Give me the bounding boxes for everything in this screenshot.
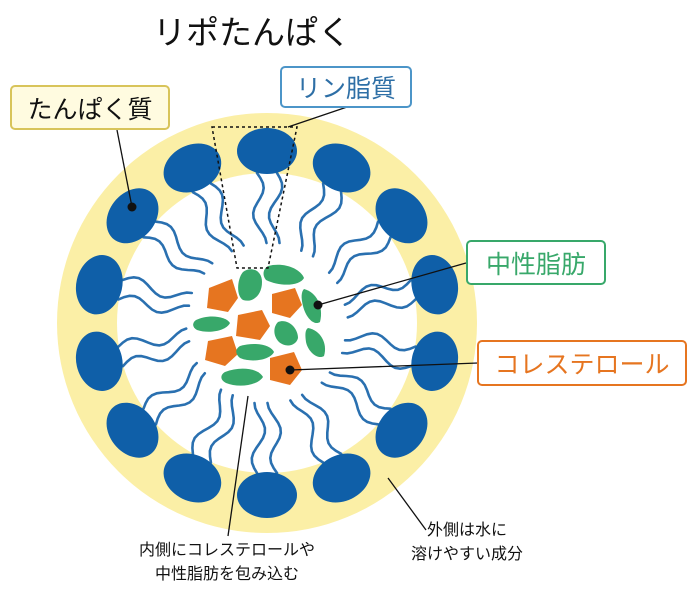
phospholipid-tail (209, 182, 245, 247)
leader-inner (227, 395, 249, 537)
phospholipid-highlight-outline (211, 126, 298, 269)
leader-phospholipid (287, 105, 351, 128)
phospholipid-tail (142, 236, 206, 275)
phospholipid-head (163, 143, 222, 193)
phospholipid-tail (117, 294, 191, 315)
phospholipid-tail (208, 394, 236, 464)
phospholipid-tail (121, 340, 191, 368)
phospholipid-tail (267, 171, 284, 245)
leader-protein (116, 129, 133, 208)
phospholipid-tail (343, 331, 417, 352)
triglyceride-blob (274, 321, 298, 346)
page-title: リポたんぱく (153, 13, 351, 52)
phospholipid-head (237, 472, 297, 518)
triglyceride-blob (305, 328, 326, 358)
cholesterol-blob (236, 310, 270, 340)
phospholipid-tail (328, 371, 392, 410)
phospholipid-tail (300, 393, 343, 456)
phospholipid-tail (251, 171, 268, 245)
phospholipid-tail (154, 372, 207, 426)
phospholipid-tail (343, 278, 413, 306)
label-triglyceride: 中性脂肪 (466, 240, 606, 285)
phospholipid-head (75, 331, 123, 391)
phospholipid-tail (117, 327, 188, 348)
triglyceride-blob (236, 344, 274, 361)
triglyceride-blob (238, 269, 262, 301)
triglyceride-blob (221, 368, 263, 386)
phospholipid-tail (298, 182, 326, 252)
phospholipid-head (375, 402, 428, 458)
phospholipid-tail (266, 401, 283, 475)
phospholipid-tail (289, 399, 325, 464)
triglyceride-blob (301, 289, 322, 324)
phospholipid-tail (320, 381, 380, 426)
phospholipid-tail (154, 220, 214, 265)
triglyceride-blob (193, 316, 230, 332)
phospholipid-head (237, 128, 297, 174)
leader-dot-protein (127, 202, 137, 212)
note-outer-line2: 溶けやすい成分 (410, 544, 523, 563)
phospholipid-tail (336, 236, 392, 285)
leader-dot-cholesterol (285, 365, 295, 375)
phospholipid-head (411, 331, 459, 391)
phospholipid-tail (121, 275, 194, 299)
phospholipid-head (106, 402, 159, 458)
leader-dot-triglyceride (313, 300, 323, 310)
phospholipid-tail (191, 190, 234, 253)
phospholipid-tail (250, 401, 267, 475)
phospholipid-tail (340, 347, 413, 371)
note-inner-line2: 中性脂肪を包み込む (154, 564, 299, 583)
phospholipid-tail (311, 190, 343, 258)
note-inner-line1: 内側にコレステロールや (138, 540, 315, 559)
label-cholesterol: コレステロール (477, 340, 687, 386)
phospholipid-head (106, 188, 159, 244)
phospholipid-heads (75, 128, 459, 518)
triglyceride-blob (263, 264, 304, 285)
phospholipid-tails (117, 171, 417, 475)
lipid-core (193, 264, 326, 386)
phospholipid-head (312, 453, 371, 503)
note-outer: 外側は水に 溶けやすい成分 (392, 518, 542, 566)
phospholipid-tail (142, 361, 198, 410)
phospholipid-tail (327, 220, 380, 274)
leader-outer (387, 477, 427, 531)
label-protein: たんぱく質 (10, 85, 170, 130)
cholesterol-blob (205, 336, 238, 366)
cholesterol-blob (272, 288, 302, 318)
note-inner: 内側にコレステロールや 中性脂肪を包み込む (92, 538, 362, 586)
phospholipid-head (375, 188, 428, 244)
phospholipid-head (163, 453, 222, 503)
label-phospholipid: リン脂質 (280, 66, 412, 108)
note-outer-line1: 外側は水に (426, 520, 507, 539)
phospholipid-tail (191, 388, 223, 456)
phospholipid-head (312, 143, 371, 193)
leader-triglyceride (317, 262, 467, 306)
leader-cholesterol (289, 362, 479, 371)
phospholipid-tail (346, 298, 417, 319)
cholesterol-blob (207, 279, 238, 312)
phospholipid-head (75, 255, 123, 315)
leader-lines (116, 105, 479, 537)
phospholipid-head (411, 255, 459, 315)
